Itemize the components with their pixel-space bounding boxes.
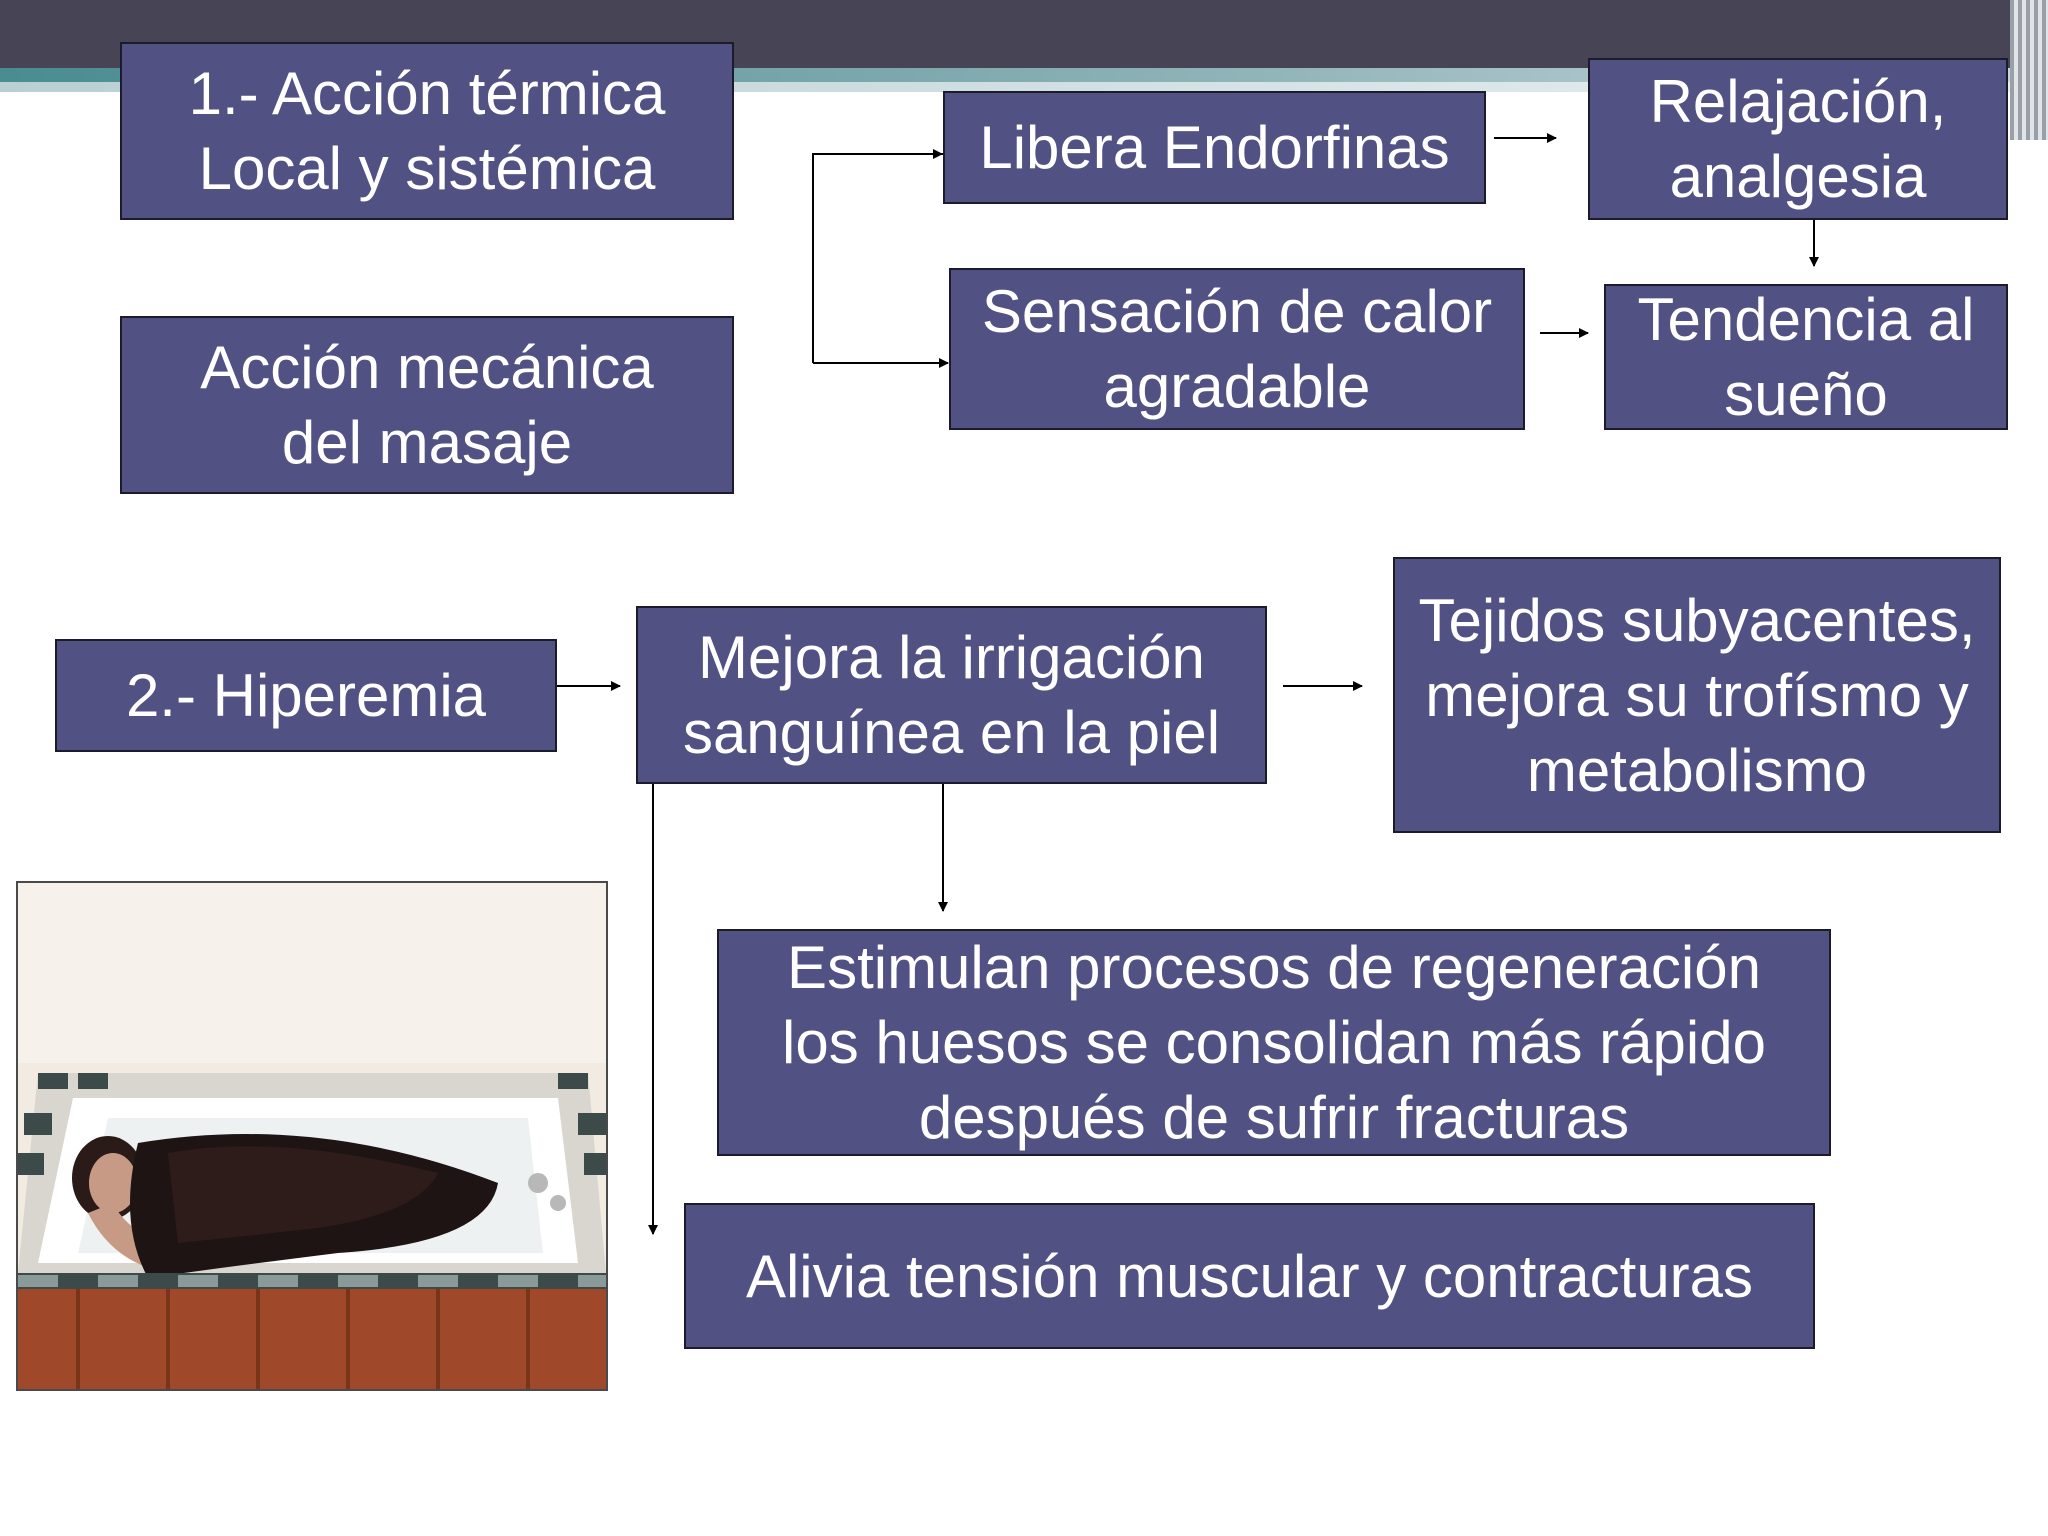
box-mejora-irrigacion: Mejora la irrigación sanguínea en la pie… <box>636 606 1267 784</box>
box-accion-termica: 1.- Acción térmica Local y sistémica <box>120 42 734 220</box>
box-sensacion-calor: Sensación de calor agradable <box>949 268 1525 430</box>
box-tejidos: Tejidos subyacentes, mejora su trofísmo … <box>1393 557 2001 833</box>
box-estimulan: Estimulan procesos de regeneración los h… <box>717 929 1831 1156</box>
box-hiperemia: 2.- Hiperemia <box>55 639 557 752</box>
bathtub-illustration <box>18 883 606 1389</box>
box-alivia: Alivia tensión muscular y contracturas <box>684 1203 1815 1349</box>
box-relajacion: Relajación, analgesia <box>1588 58 2008 220</box>
box-tendencia-sueno: Tendencia al sueño <box>1604 284 2008 430</box>
box-libera-endorfinas: Libera Endorfinas <box>943 91 1486 204</box>
corner-bars-decoration <box>2010 0 2048 140</box>
bathtub-photo <box>16 881 608 1391</box>
bracket-line <box>812 153 943 363</box>
box-accion-mecanica: Acción mecánica del masaje <box>120 316 734 494</box>
accent-stripe-light <box>0 82 2048 92</box>
